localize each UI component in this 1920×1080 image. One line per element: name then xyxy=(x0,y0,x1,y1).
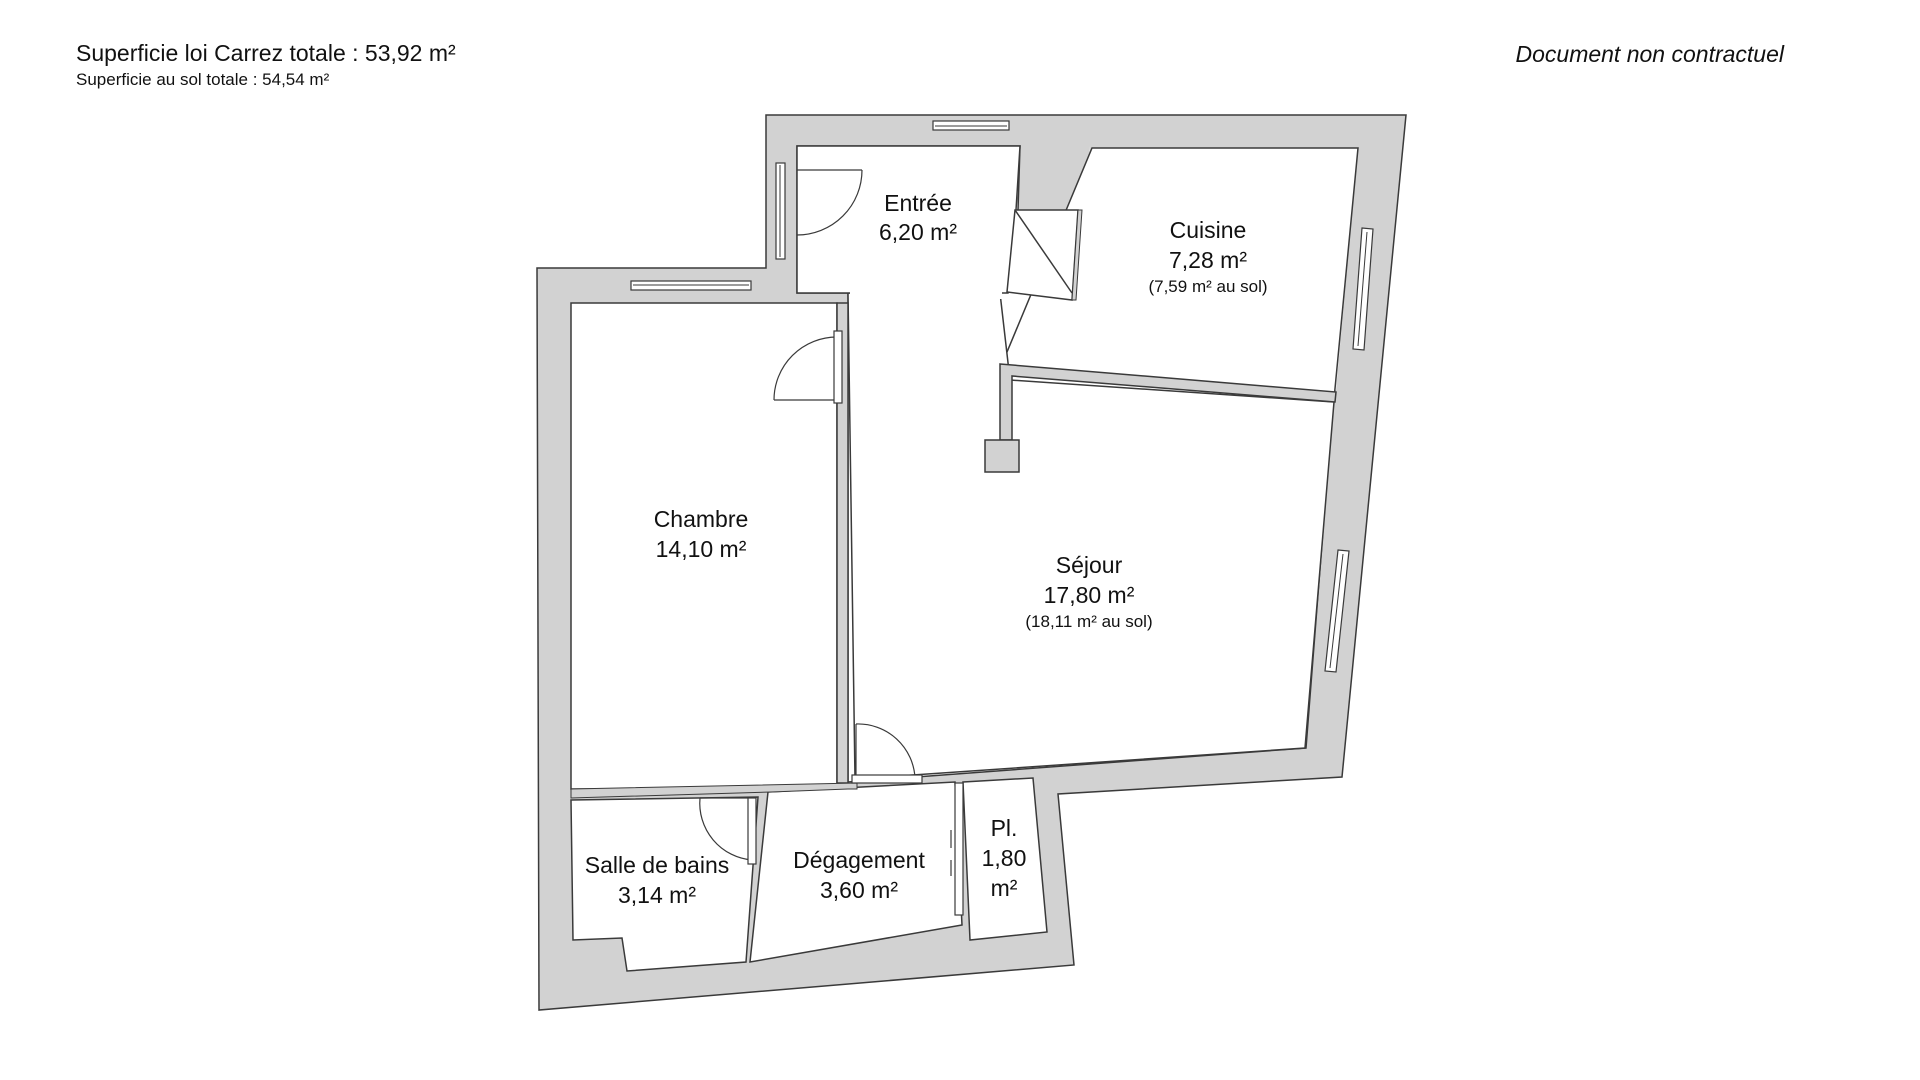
room-chambre-floor xyxy=(570,302,838,790)
window-chambre-top xyxy=(630,280,752,291)
label-sdb: Salle de bains 3,14 m² xyxy=(585,852,730,908)
door-entree xyxy=(796,169,863,236)
sdb-name: Salle de bains xyxy=(585,852,730,878)
label-sejour: Séjour 17,80 m² (18,11 m² au sol) xyxy=(1025,552,1152,631)
label-chambre: Chambre 14,10 m² xyxy=(654,506,749,562)
entree-name: Entrée xyxy=(884,190,952,216)
duct-wall xyxy=(1071,209,1083,301)
room-degagement-floor xyxy=(749,781,963,963)
door-chambre xyxy=(773,330,843,404)
sdb-area: 3,14 m² xyxy=(618,882,696,908)
cuisine-name: Cuisine xyxy=(1170,217,1247,243)
label-placard: Pl. 1,80 m² xyxy=(982,815,1027,901)
window-entree-top xyxy=(932,120,1010,131)
entree-walls xyxy=(796,145,1021,294)
chambre-area: 14,10 m² xyxy=(656,536,747,562)
door-sdb xyxy=(699,797,757,865)
sejour-name: Séjour xyxy=(1056,552,1123,578)
duct-diagonal xyxy=(1014,209,1073,294)
carrez-total-label: Superficie loi Carrez totale : 53,92 m² xyxy=(76,40,456,66)
cuisine-floor-area: (7,59 m² au sol) xyxy=(1148,277,1267,296)
column-pillar xyxy=(984,439,1020,473)
label-degagement: Dégagement 3,60 m² xyxy=(793,847,925,903)
entree-sejour-opening xyxy=(850,289,1002,299)
sejour-area: 17,80 m² xyxy=(1044,582,1135,608)
chambre-name: Chambre xyxy=(654,506,749,532)
cuisine-area: 7,28 m² xyxy=(1169,247,1247,273)
header-summary: Superficie loi Carrez totale : 53,92 m² … xyxy=(76,38,456,92)
window-cuisine-right xyxy=(1352,227,1374,351)
window-entree-left xyxy=(775,162,786,260)
degagement-name: Dégagement xyxy=(793,847,925,873)
disclaimer-label: Document non contractuel xyxy=(1515,41,1785,67)
window-sejour-right xyxy=(1324,549,1350,673)
floor-total-label: Superficie au sol totale : 54,54 m² xyxy=(76,70,330,89)
room-placard-floor xyxy=(962,777,1048,941)
label-entree: Entrée 6,20 m² xyxy=(879,190,957,245)
sejour-floor-area: (18,11 m² au sol) xyxy=(1025,612,1152,631)
entree-area: 6,20 m² xyxy=(879,219,957,245)
placard-name: Pl. xyxy=(991,815,1018,841)
placard-area-unit: m² xyxy=(991,875,1018,901)
room-sdb-floor xyxy=(570,796,759,972)
door-sejour-bottom xyxy=(851,723,923,784)
degagement-area: 3,60 m² xyxy=(820,877,898,903)
placard-area-value: 1,80 xyxy=(982,845,1027,871)
sliding-door-placard xyxy=(950,782,964,916)
label-cuisine: Cuisine 7,28 m² (7,59 m² au sol) xyxy=(1148,217,1267,296)
